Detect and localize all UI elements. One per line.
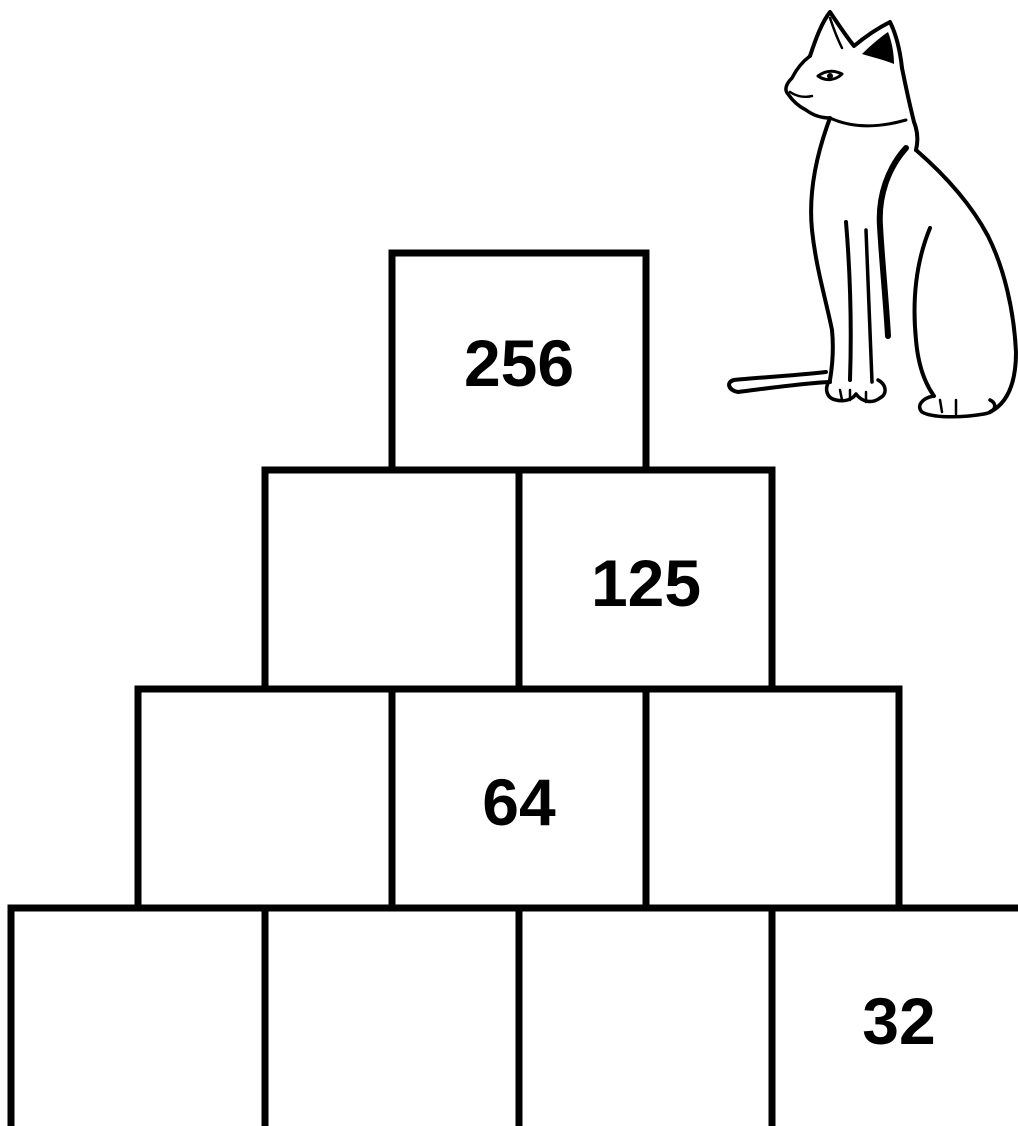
- pyramid-row-2: 125: [265, 470, 772, 689]
- pyramid-cell-r3-c1: [138, 689, 392, 908]
- pyramid-cell-r3-c3: [646, 689, 899, 908]
- pyramid-row-4: 32: [11, 908, 1018, 1126]
- cell-value-r4-c4: 32: [862, 984, 935, 1058]
- sitting-cat-icon: [729, 12, 1016, 417]
- pyramid-row-3: 64: [138, 689, 899, 908]
- pyramid-cell-r4-c1: [11, 908, 265, 1126]
- cell-value-r3-c2: 64: [482, 765, 556, 839]
- pyramid-cell-r2-c1: [265, 470, 519, 689]
- pyramid-cell-r4-c3: [519, 908, 772, 1126]
- cell-value-r2-c2: 125: [591, 546, 701, 620]
- pyramid-row-1: 256: [392, 253, 646, 470]
- pyramid-cell-r4-c2: [265, 908, 519, 1126]
- cell-value-r1-c1: 256: [464, 326, 574, 400]
